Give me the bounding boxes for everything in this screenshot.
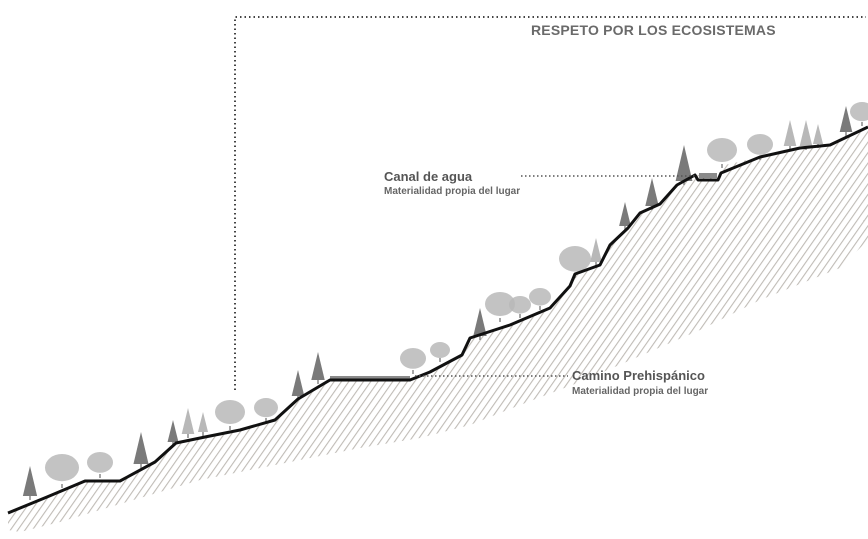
conifer-tree-icon	[473, 308, 487, 336]
conifer-tree-icon	[783, 120, 797, 146]
canal-sublabel: Materialidad propia del lugar	[384, 186, 521, 197]
water-canal	[699, 173, 717, 178]
diagram-heading: RESPETO POR LOS ECOSISTEMAS	[531, 22, 776, 38]
conifer-tree-icon	[590, 238, 602, 262]
broadleaf-tree-icon	[87, 452, 113, 473]
broadleaf-tree-icon	[559, 245, 591, 272]
camino-label: Camino Prehispánico	[572, 368, 705, 383]
broadleaf-tree-icon	[747, 134, 773, 155]
broadleaf-tree-icon	[400, 348, 426, 369]
broadleaf-tree-icon	[430, 342, 450, 358]
conifer-tree-icon	[22, 466, 38, 496]
canal-label: Canal de agua	[384, 169, 473, 184]
broadleaf-tree-icon	[707, 138, 737, 162]
conifer-tree-icon	[133, 432, 149, 464]
soil-hatch	[8, 127, 868, 532]
broadleaf-tree-icon	[215, 400, 245, 424]
broadleaf-tree-icon	[485, 292, 515, 316]
conifer-tree-icon	[675, 145, 693, 181]
broadleaf-tree-icon	[529, 288, 551, 306]
broadleaf-tree-icon	[509, 296, 531, 314]
conifer-tree-icon	[839, 106, 853, 132]
terrain-profile-line	[7, 125, 868, 515]
prehispanic-path-surface	[330, 376, 410, 380]
camino-sublabel: Materialidad propia del lugar	[572, 386, 709, 397]
conifer-tree-icon	[812, 124, 824, 144]
conifer-tree-icon	[311, 352, 325, 380]
conifer-tree-icon	[645, 178, 659, 206]
conifer-tree-icon	[197, 412, 209, 432]
conifer-tree-icon	[619, 202, 631, 226]
conifer-tree-icon	[291, 370, 305, 396]
broadleaf-tree-icon	[850, 102, 868, 122]
broadleaf-tree-icon	[45, 454, 79, 482]
conifer-tree-icon	[181, 408, 195, 434]
broadleaf-tree-icon	[254, 398, 278, 418]
conifer-tree-icon	[799, 120, 813, 146]
conifer-tree-icon	[167, 420, 179, 442]
